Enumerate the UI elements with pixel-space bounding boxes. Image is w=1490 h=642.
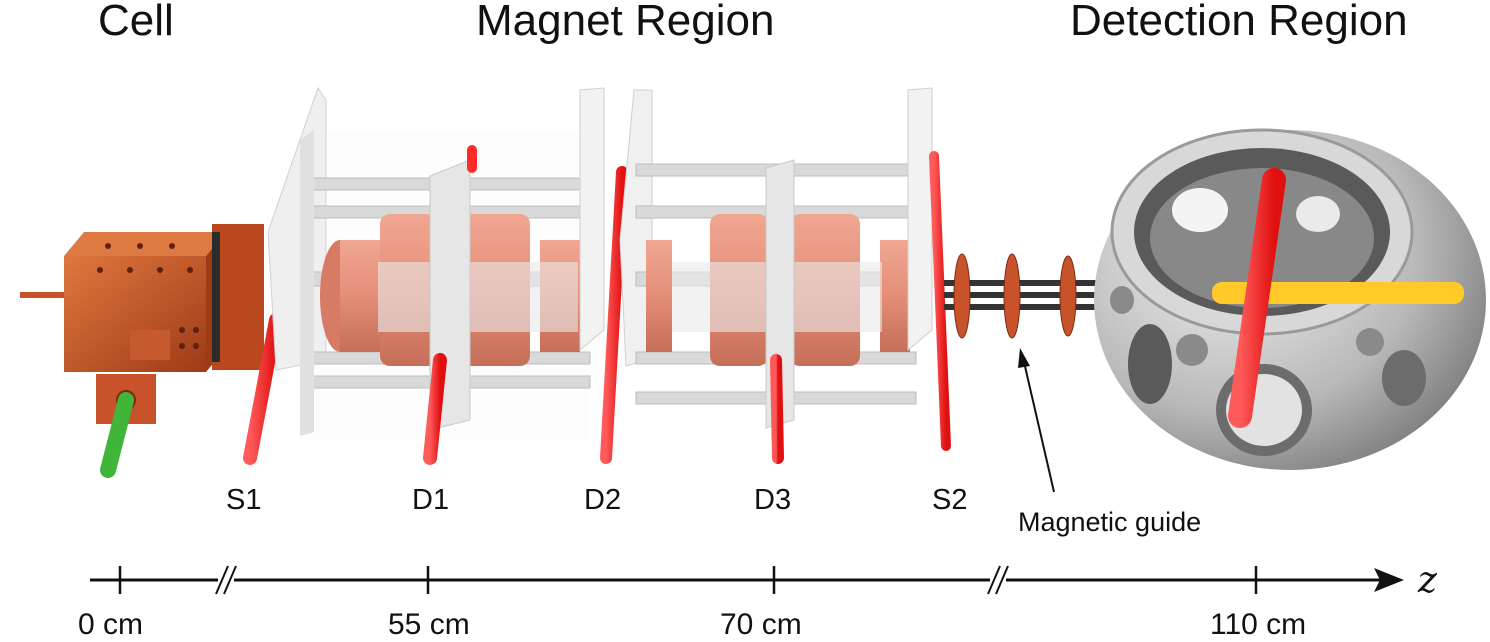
beam-label-d3: D3 <box>754 484 792 516</box>
detection-region-title: Detection Region <box>1070 0 1408 45</box>
z-axis <box>90 565 1404 595</box>
laser-beam-s1 <box>243 313 283 465</box>
tick-label-55cm: 55 cm <box>388 608 470 641</box>
beam-label-s1: S1 <box>226 484 262 516</box>
magnet-module-2 <box>619 87 933 464</box>
magnetic-guide-label: Magnetic guide <box>1018 507 1202 537</box>
tick-label-110cm: 110 cm <box>1210 608 1307 641</box>
laser-beam-d2 <box>600 166 628 464</box>
magnetic-guide-arrow <box>1018 348 1055 493</box>
cell-title: Cell <box>98 0 174 45</box>
magnet-region-title: Magnet Region <box>476 0 775 45</box>
magnet-module-1 <box>267 86 605 465</box>
magnetic-guide <box>944 253 1114 339</box>
tick-label-0cm: 0 cm <box>78 608 144 641</box>
cell-block <box>20 224 264 478</box>
detection-chamber <box>1094 128 1486 470</box>
tick-label-70cm: 70 cm <box>720 608 802 641</box>
laser-beam-s2 <box>929 151 951 451</box>
beam-label-d1: D1 <box>412 484 450 516</box>
beam-label-s2: S2 <box>932 484 968 516</box>
z-axis-symbol: z <box>1418 560 1437 601</box>
beam-label-d2: D2 <box>584 484 622 516</box>
